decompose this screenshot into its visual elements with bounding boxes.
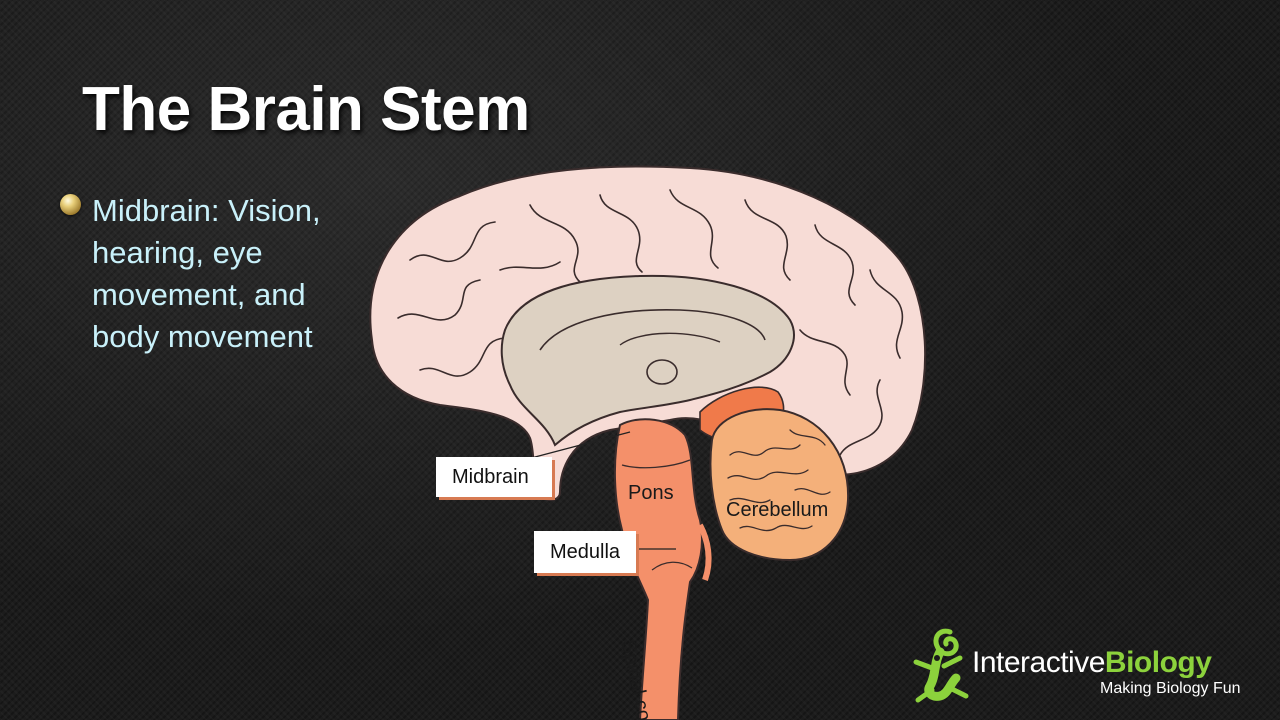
cerebellum-label: Cerebellum xyxy=(726,499,828,522)
logo-word-biology: Biology xyxy=(1105,646,1212,679)
medulla-label: Medulla xyxy=(534,531,636,573)
pons-label: Pons xyxy=(628,482,674,505)
thalamus xyxy=(647,360,677,384)
logo-tagline: Making Biology Fun xyxy=(1100,680,1241,698)
logo-title: InteractiveBiology xyxy=(972,646,1211,680)
logo-word-interactive: Interactive xyxy=(972,646,1105,679)
midbrain-label: Midbrain xyxy=(436,457,552,497)
interactive-biology-logo: InteractiveBiology Making Biology Fun xyxy=(910,618,1260,708)
